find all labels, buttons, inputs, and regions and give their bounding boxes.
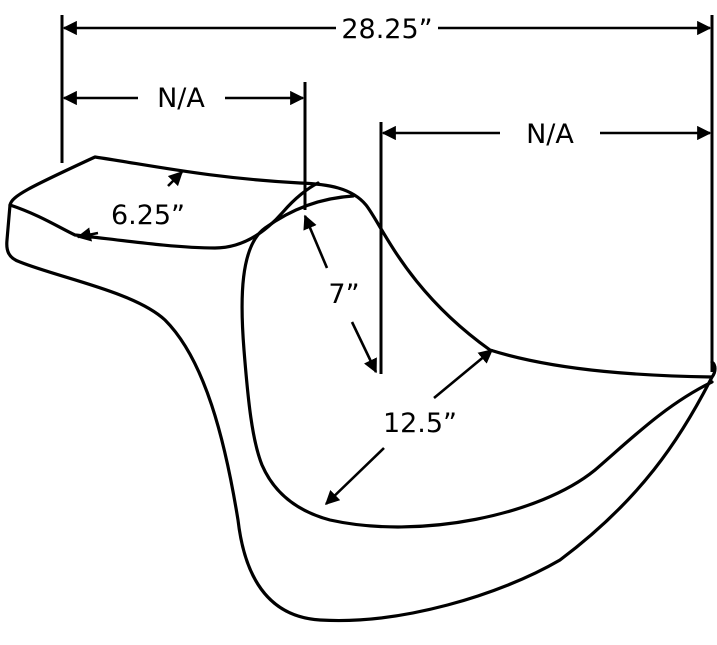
backrest-height-label: 7” bbox=[328, 279, 359, 310]
seat-drawing bbox=[5, 155, 717, 623]
passenger-pad bbox=[8, 181, 320, 250]
seat-outline bbox=[5, 155, 714, 623]
rider-seat-well bbox=[240, 194, 714, 529]
dimension-labels: 28.25” N/A N/A 6.25” 7” 12.5” bbox=[111, 14, 574, 439]
rider-seat-length-label: N/A bbox=[157, 83, 205, 114]
rider-width-label: 12.5” bbox=[383, 408, 457, 439]
passenger-width-label: 6.25” bbox=[111, 200, 185, 231]
extension-lines bbox=[60, 15, 714, 374]
passenger-seat-length-label: N/A bbox=[526, 119, 574, 150]
overall-length-label: 28.25” bbox=[341, 14, 432, 45]
dimension-arrows bbox=[62, 20, 712, 505]
